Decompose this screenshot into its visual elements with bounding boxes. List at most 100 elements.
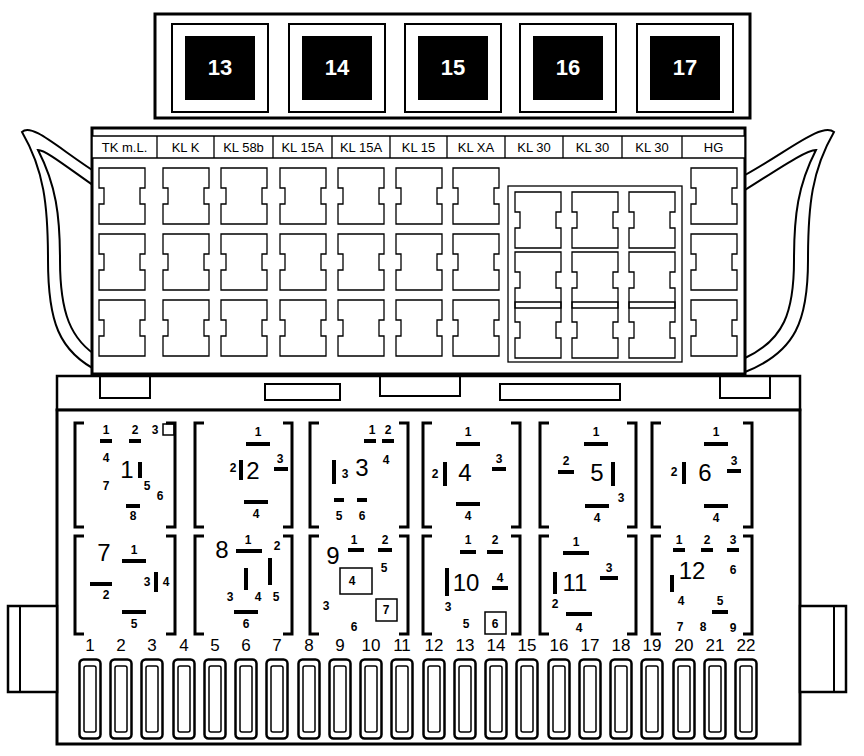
pin-number: 3 xyxy=(730,534,737,546)
pin-number: 5 xyxy=(463,618,470,630)
fuse-slot xyxy=(515,192,561,248)
clip xyxy=(22,130,100,372)
fuse-slot xyxy=(629,302,675,358)
terminal-label: HG xyxy=(704,141,724,154)
pin-number: 1 xyxy=(573,536,580,548)
pin-number: 2 xyxy=(492,534,499,546)
relay-socket-frame xyxy=(289,24,385,112)
pin-number: 4 xyxy=(713,512,720,524)
relay-socket-frame xyxy=(405,24,501,112)
terminal-label: KL 30 xyxy=(517,141,551,154)
pin-number: 5 xyxy=(336,510,343,522)
pin-number: 7 xyxy=(383,604,390,616)
slot-group xyxy=(508,186,682,362)
fuse-slot xyxy=(515,252,561,308)
fuse-slot xyxy=(163,300,209,356)
fuse-socket xyxy=(486,660,507,739)
fuse-slot xyxy=(515,302,561,358)
terminal-label: KL 15 xyxy=(402,141,436,154)
relay-position-number: 6 xyxy=(698,461,711,485)
fuse-socket xyxy=(517,660,538,739)
joint-band xyxy=(57,376,800,410)
fuse-slot xyxy=(221,168,267,224)
pin-number: 4 xyxy=(594,512,601,524)
fuse-slot xyxy=(691,168,737,224)
fuse-number: 7 xyxy=(272,637,281,654)
relay-slot-number: 17 xyxy=(673,57,697,79)
pin-number: 1 xyxy=(351,534,358,546)
fuse-socket xyxy=(611,660,632,739)
fuse-number: 8 xyxy=(304,637,313,654)
fuse-number: 13 xyxy=(456,637,475,654)
relay-position-number: 2 xyxy=(246,459,259,483)
panel-outline xyxy=(57,410,800,744)
fuse-socket xyxy=(455,660,476,739)
pin-number: 4 xyxy=(253,508,260,520)
fuse-slot xyxy=(221,300,267,356)
pin-number: 3 xyxy=(496,453,503,465)
fuse-slot xyxy=(691,300,737,356)
pin-number: 3 xyxy=(227,591,234,603)
relay-position-number: 8 xyxy=(215,538,228,562)
pin-number: 5 xyxy=(273,591,280,603)
fuse-socket xyxy=(736,660,757,739)
pin-box xyxy=(340,568,372,594)
relay-position-number: 7 xyxy=(97,541,110,565)
pin-number: 6 xyxy=(157,490,164,502)
relay-brackets xyxy=(75,423,752,634)
fuse-number: 20 xyxy=(675,637,694,654)
top-relay-housing xyxy=(155,14,750,118)
fuse-socket xyxy=(330,660,351,739)
pin-number: 4 xyxy=(255,591,262,603)
pin-number: 4 xyxy=(103,452,110,464)
pin-number: 4 xyxy=(349,575,356,587)
fuse-slot xyxy=(338,234,384,290)
pin-number: 4 xyxy=(497,572,504,584)
pin-number: 2 xyxy=(230,462,237,474)
pin-number: 1 xyxy=(465,534,472,546)
fuse-slot xyxy=(572,192,618,248)
relay-slot-number: 15 xyxy=(441,57,465,79)
relay-position-number: 4 xyxy=(458,461,471,485)
pin-number: 2 xyxy=(103,589,110,601)
fuse-socket xyxy=(267,660,288,739)
fuse-number: 21 xyxy=(706,637,725,654)
pin-number: 2 xyxy=(385,424,392,436)
fuse-slot xyxy=(629,252,675,308)
fuse-number: 12 xyxy=(425,637,444,654)
fuse-number: 15 xyxy=(518,637,537,654)
pin-number: 2 xyxy=(671,466,678,478)
pin-number: 6 xyxy=(492,618,499,630)
fuse-slot xyxy=(99,300,145,356)
pin-number: 4 xyxy=(576,622,583,634)
fuse-socket xyxy=(80,660,101,739)
pin-number: 1 xyxy=(103,424,110,436)
pin-number: 3 xyxy=(342,468,349,480)
fuse-number: 2 xyxy=(116,637,125,654)
fuse-socket xyxy=(236,660,257,739)
fuse-slot xyxy=(572,302,618,358)
fuse-number: 18 xyxy=(612,637,631,654)
fuse-holder-body xyxy=(92,128,745,374)
relay-position-number: 9 xyxy=(326,544,339,568)
relay-panel xyxy=(8,410,846,744)
relay-slot-number: 13 xyxy=(208,57,232,79)
pin-number: 4 xyxy=(383,454,390,466)
relay-position-number: 11 xyxy=(563,571,588,595)
fuse-number: 4 xyxy=(179,637,188,654)
fuse-number: 5 xyxy=(210,637,219,654)
fuse-socket xyxy=(142,660,163,739)
relay-slot-number: 14 xyxy=(325,57,349,79)
pin-number: 6 xyxy=(359,510,366,522)
relay-socket-frame xyxy=(172,24,268,112)
pin-number: 3 xyxy=(144,576,151,588)
fuse-socket xyxy=(424,660,445,739)
pin-number: 8 xyxy=(700,621,707,633)
pin-number: 3 xyxy=(277,453,284,465)
body-outline xyxy=(92,128,745,374)
pin-number: 1 xyxy=(676,534,683,546)
fuse-slot xyxy=(163,168,209,224)
pin-number: 1 xyxy=(713,426,720,438)
relay-position-number: 3 xyxy=(355,456,368,480)
